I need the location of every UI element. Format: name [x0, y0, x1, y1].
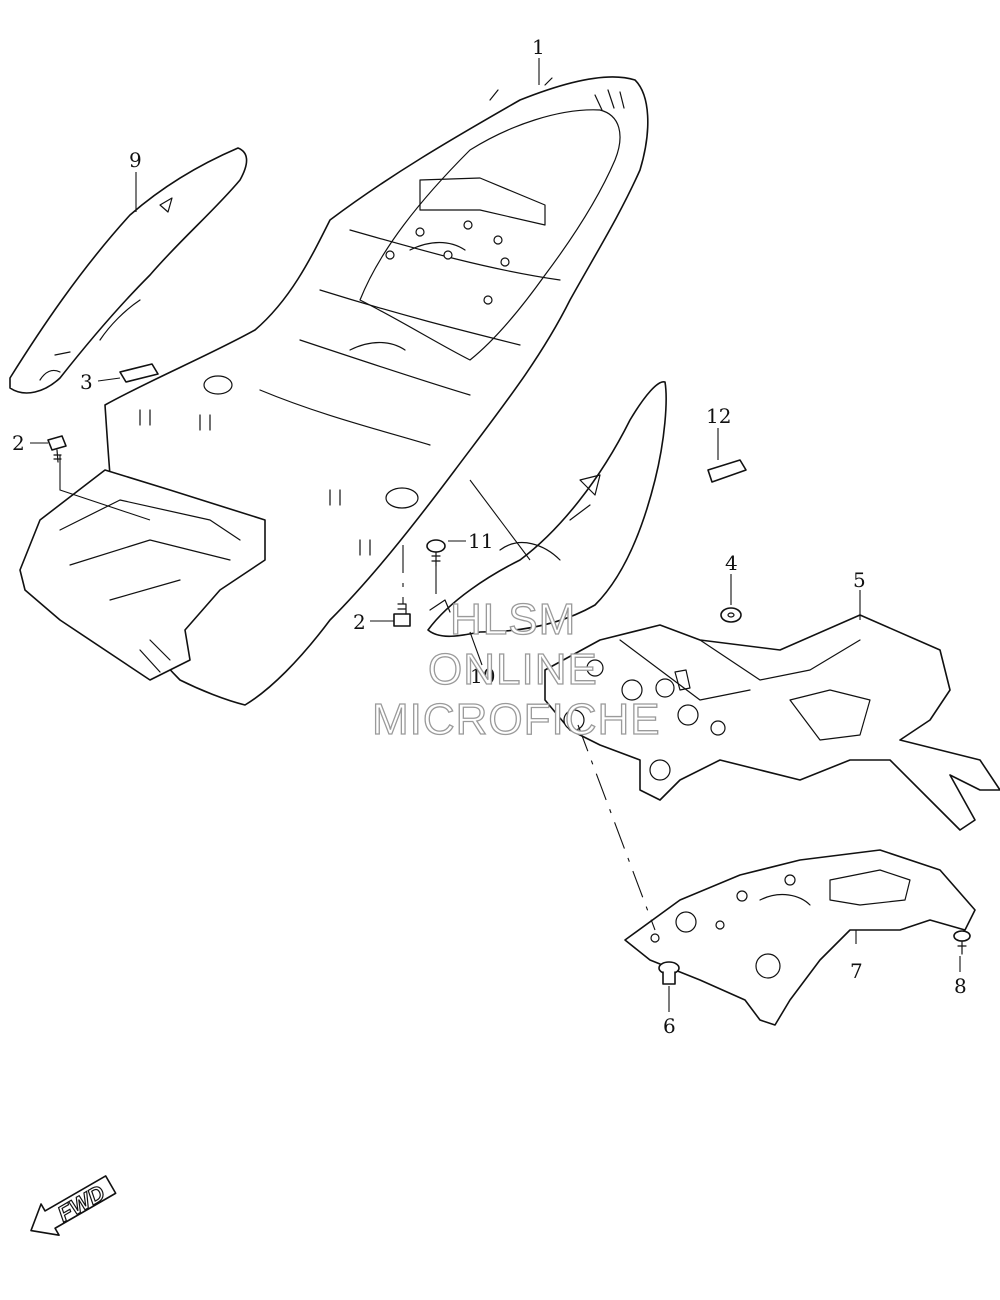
watermark-line-1: HLSM — [450, 595, 576, 644]
watermark: HLSM ONLINE MICROFICHE — [371, 594, 661, 744]
part-6-collar — [658, 961, 680, 985]
callout-9: 9 — [129, 148, 142, 172]
callout-6: 6 — [663, 1014, 676, 1038]
callout-3: 3 — [80, 370, 93, 394]
callout-1: 1 — [532, 35, 545, 59]
watermark-line-3: MICROFICHE — [372, 695, 661, 744]
part-9-side-cover — [9, 147, 248, 394]
fwd-direction-badge: FWD — [30, 1175, 117, 1236]
callout-2-upper: 2 — [12, 431, 25, 455]
part-7-bracket — [624, 849, 976, 1026]
callout-11: 11 — [468, 529, 493, 553]
part-10-side-cover — [427, 381, 667, 638]
part-4-washer — [720, 607, 742, 623]
leader-lines — [30, 58, 961, 1012]
callout-4: 4 — [725, 551, 738, 575]
part-12-pad — [707, 459, 747, 483]
fwd-arrow-icon — [30, 1175, 117, 1236]
part-1-battery-tray — [19, 469, 266, 681]
part-2-bolt-upper — [47, 435, 67, 463]
callout-10: 10 — [470, 664, 495, 688]
part-11-screw — [426, 539, 446, 567]
dashed-alignment-lines — [402, 545, 656, 931]
part-8-screw — [953, 930, 971, 955]
callout-2-lower: 2 — [353, 610, 366, 634]
callout-labels: 1 2 2 3 4 5 6 7 8 9 10 11 12 — [12, 35, 967, 1038]
part-3-pad — [119, 363, 159, 383]
callout-7: 7 — [850, 959, 863, 983]
callout-8: 8 — [954, 974, 967, 998]
part-5-rear-fender — [544, 614, 1000, 831]
watermark-line-2: ONLINE — [428, 645, 598, 694]
callout-5: 5 — [853, 568, 866, 592]
part-2-bolt-lower — [393, 603, 411, 627]
callout-12: 12 — [706, 404, 731, 428]
